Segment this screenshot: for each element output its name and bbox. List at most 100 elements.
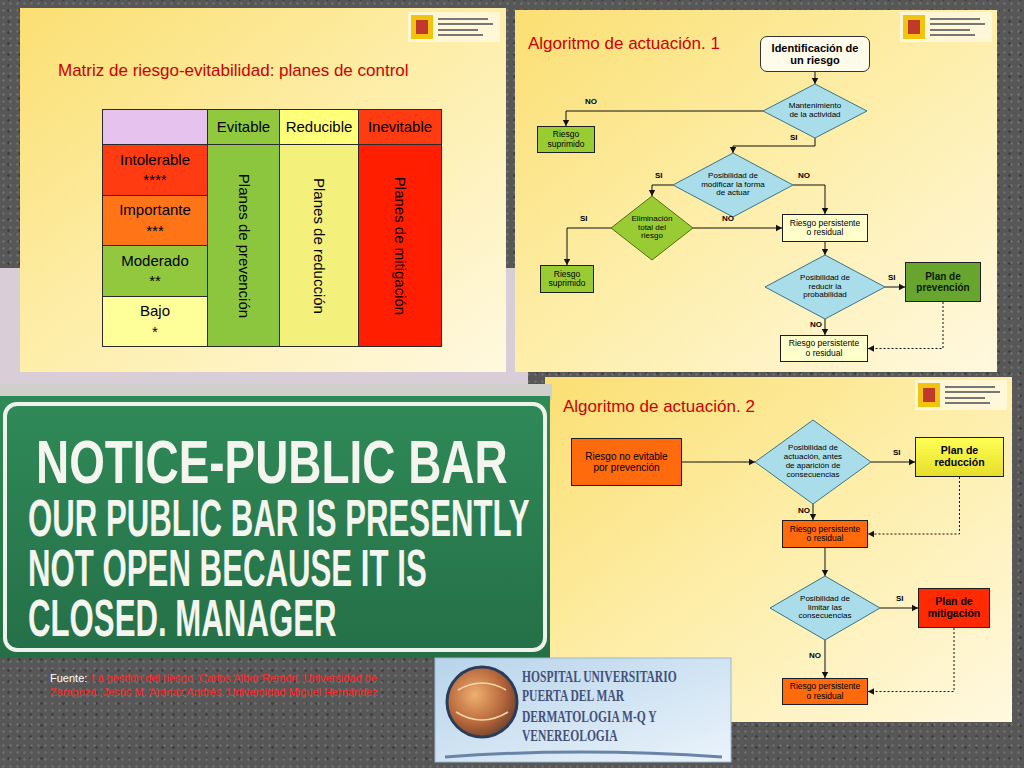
decision-diamond: Posibilidad de modificar la forma de act… xyxy=(673,153,793,217)
source-note: Fuente:La gestión del riesgo. Carlos Aib… xyxy=(50,672,420,700)
node-text: Riesgo persistente o residual xyxy=(788,682,862,701)
connector xyxy=(563,111,763,126)
matrix-cell-text: Moderado xyxy=(121,251,189,271)
connector xyxy=(564,228,611,265)
slide-title: Algoritmo de actuación. 1 xyxy=(528,34,720,54)
diamond-shape xyxy=(673,153,793,217)
sign-board xyxy=(0,396,550,658)
connector xyxy=(682,459,755,465)
node-text: Riesgo persistente o residual xyxy=(788,525,862,544)
matrix-cell: Bajo* xyxy=(102,296,208,347)
connector-line xyxy=(682,462,755,463)
matrix-band-text: Planes de mitigación xyxy=(390,176,410,314)
process-box: Riesgo no evitable por prevención xyxy=(571,438,682,486)
connector-line xyxy=(567,228,611,265)
node-text: Riesgo suprimido xyxy=(546,270,588,289)
arrow-head xyxy=(868,531,874,537)
matrix-cell-text: Bajo xyxy=(140,301,170,321)
decision-diamond: Posibilidad de reducir la probabilidad xyxy=(765,255,885,319)
start-box: Identificación de un riesgo xyxy=(760,36,870,72)
matrix-band-text: Planes de reducción xyxy=(309,178,329,314)
connector-line xyxy=(652,185,673,196)
decision-diamond: Posibilidad de actuación, antes de apari… xyxy=(755,420,871,504)
matrix-cell-text: Intolerable xyxy=(120,150,190,170)
node-text: Riesgo persistente o residual xyxy=(788,219,862,238)
connector xyxy=(885,284,905,290)
process-box: Riesgo suprimido xyxy=(537,126,595,153)
node-text: Posibilidad de limitar las consecuencias xyxy=(793,595,857,621)
diamond-shape xyxy=(611,196,693,260)
connector xyxy=(812,72,818,84)
matrix-cell: Importante*** xyxy=(102,195,208,246)
decision-diamond: Eliminación total del riesgo xyxy=(611,196,693,260)
arrow-head xyxy=(649,190,655,196)
matrix-cell xyxy=(102,109,208,145)
edge-label: SI xyxy=(655,172,663,181)
matrix-cell: Reducible xyxy=(279,109,359,145)
connector xyxy=(822,548,828,576)
diamond-shape xyxy=(755,420,871,504)
matrix-cell: Planes de prevención xyxy=(207,144,280,347)
node-text: Riesgo suprimido xyxy=(543,130,589,149)
edge-label: SI xyxy=(896,595,904,604)
connector xyxy=(880,605,918,611)
matrix-cell: Planes de reducción xyxy=(279,144,359,347)
logo-text: DERMATOLOGIA M-Q Y VENEREOLOGIA xyxy=(522,707,658,745)
edge-label: NO xyxy=(809,652,821,661)
edge-label: SI xyxy=(580,215,588,224)
node-text: Plan de prevención xyxy=(911,271,975,293)
edge-label: NO xyxy=(798,172,810,181)
matrix-cell: Inevitable xyxy=(358,109,442,145)
connector-line xyxy=(693,228,782,229)
sign-heading: NOTICE-PUBLIC BAR xyxy=(36,431,508,493)
matrix-cell-text: **** xyxy=(143,170,166,190)
arrow-head xyxy=(730,147,736,153)
connector-line xyxy=(868,302,943,349)
connector xyxy=(868,302,943,352)
arrow-head xyxy=(749,459,755,465)
arrow-head xyxy=(822,570,828,576)
diamond-shape xyxy=(770,576,880,640)
connector xyxy=(649,185,673,196)
process-box: Riesgo persistente o residual xyxy=(782,678,868,705)
matrix-cell-text: Evitable xyxy=(217,117,270,137)
edge-label: SI xyxy=(888,274,896,283)
connector xyxy=(822,319,828,335)
matrix-cell-text: ** xyxy=(149,271,161,291)
connector-line xyxy=(733,138,815,153)
connector xyxy=(822,242,828,255)
slide-panel xyxy=(515,10,997,372)
connector xyxy=(793,185,828,214)
edge-label: NO xyxy=(722,215,734,224)
source-lead: Fuente: xyxy=(50,672,87,684)
edge-label: NO xyxy=(585,98,597,107)
node-text: Posibilidad de reducir la probabilidad xyxy=(790,274,860,300)
connector-line xyxy=(871,462,915,463)
process-box: Riesgo persistente o residual xyxy=(782,214,868,242)
matrix-cell: Intolerable**** xyxy=(102,144,208,196)
process-box: Riesgo suprimido xyxy=(540,265,594,293)
matrix-cell: Planes de mitigación xyxy=(358,144,442,347)
ministry-logo xyxy=(408,12,500,42)
process-box: Plan de mitigación xyxy=(918,588,990,628)
caption: La gestión del riesgo. Carlos Aibar Remó… xyxy=(50,672,378,698)
diamond-shape xyxy=(763,84,867,138)
connector xyxy=(730,138,815,153)
connector xyxy=(693,225,782,231)
arrow-head xyxy=(812,78,818,84)
decision-diamond: Posibilidad de limitar las consecuencias xyxy=(770,576,880,640)
logo-text: HOSPITAL UNIVERSITARIO PUERTA DEL MAR xyxy=(522,667,692,705)
sign-text: OUR PUBLIC BAR IS PRESENTLY NOT OPEN BEC… xyxy=(28,493,544,643)
matrix-cell-text: * xyxy=(152,322,158,342)
slide-title: Algoritmo de actuación. 2 xyxy=(563,397,755,417)
connector-line xyxy=(793,185,825,214)
matrix-cell: Moderado** xyxy=(102,245,208,297)
slide-panel xyxy=(20,8,506,372)
node-text: Posibilidad de modificar la forma de act… xyxy=(698,172,768,198)
connector xyxy=(822,640,828,678)
node-text: Eliminación total del riesgo xyxy=(628,215,676,241)
node-text: Plan de reducción xyxy=(921,445,998,468)
process-box: Riesgo persistente o residual xyxy=(782,520,868,548)
node-text: Plan de mitigación xyxy=(924,596,984,619)
